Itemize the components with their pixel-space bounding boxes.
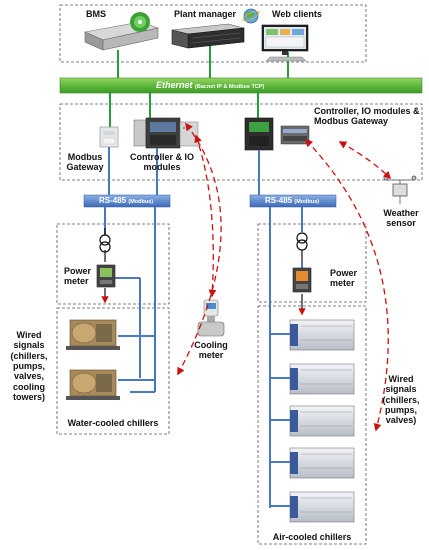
transformer-right-icon <box>296 232 308 262</box>
right-wired-signal-arrow <box>304 138 389 432</box>
air-chillers-icons <box>289 319 355 523</box>
air-chiller-4-icon <box>289 447 355 479</box>
air-chiller-2-icon <box>289 363 355 395</box>
rs485-bus-left <box>83 194 171 208</box>
water-cooled-label: Water-cooled chillers <box>67 418 159 428</box>
globe-icon <box>242 8 260 24</box>
modbus-gateway-icon <box>99 126 119 148</box>
weather-sensor-label: Weather sensor <box>383 208 419 229</box>
ethernet-bus <box>59 77 423 94</box>
bms-label: BMS <box>86 9 106 19</box>
cooling-meter-icon <box>197 299 225 337</box>
air-chiller-5-icon <box>289 491 355 523</box>
water-chiller-1-icon <box>66 319 120 350</box>
transformer-left-icon <box>99 228 111 253</box>
top-box <box>59 4 367 63</box>
weather-signal-arrow <box>338 141 392 180</box>
rs485-right-label: RS-485 (Modbus) <box>265 196 320 205</box>
modbus-gateway-label: Modbus Gateway <box>66 152 104 173</box>
plant-manager-label: Plant manager <box>174 9 237 19</box>
cooling-meter-label: Cooling meter <box>194 340 228 361</box>
right-meter-box <box>257 223 367 303</box>
power-meter-right-label: Power meter <box>330 268 358 289</box>
air-chiller-1-icon <box>289 319 355 351</box>
left-chiller-box <box>56 307 170 435</box>
rs485-left-label: RS-485 (Modbus) <box>99 196 154 205</box>
power-meter-right-icon <box>292 267 312 293</box>
controller-box <box>59 103 423 181</box>
cooling-meter-arrow <box>194 134 217 298</box>
monitor-icon <box>261 24 309 62</box>
air-cooled-label: Air-cooled chillers <box>272 532 352 542</box>
air-chiller-3-icon <box>289 405 355 437</box>
controller-io-icon <box>133 117 199 149</box>
ethernet-label: Ethernet (Bacnet IP & Modbus TCP) <box>156 80 265 90</box>
water-chiller-2-icon <box>66 369 120 400</box>
controller-io-label: Controller & IO modules <box>129 152 194 173</box>
bms-server-icon <box>83 12 160 51</box>
power-meter-left-label: Power meter <box>64 266 92 287</box>
wired-signals-left-label: Wired signals (chillers, pumps, valves, … <box>10 330 48 403</box>
right-controller-icon <box>244 117 310 151</box>
right-controller-label: Controller, IO modules & Modbus Gateway <box>314 106 420 127</box>
left-meter-box <box>56 223 170 305</box>
rack-server-icon <box>171 23 245 49</box>
power-meter-left-icon <box>96 264 116 288</box>
weather-sensor-icon <box>383 175 417 204</box>
web-clients-label: Web clients <box>272 9 322 19</box>
wired-signals-right-label: Wired signals (chillers, pumps, valves) <box>382 374 420 426</box>
